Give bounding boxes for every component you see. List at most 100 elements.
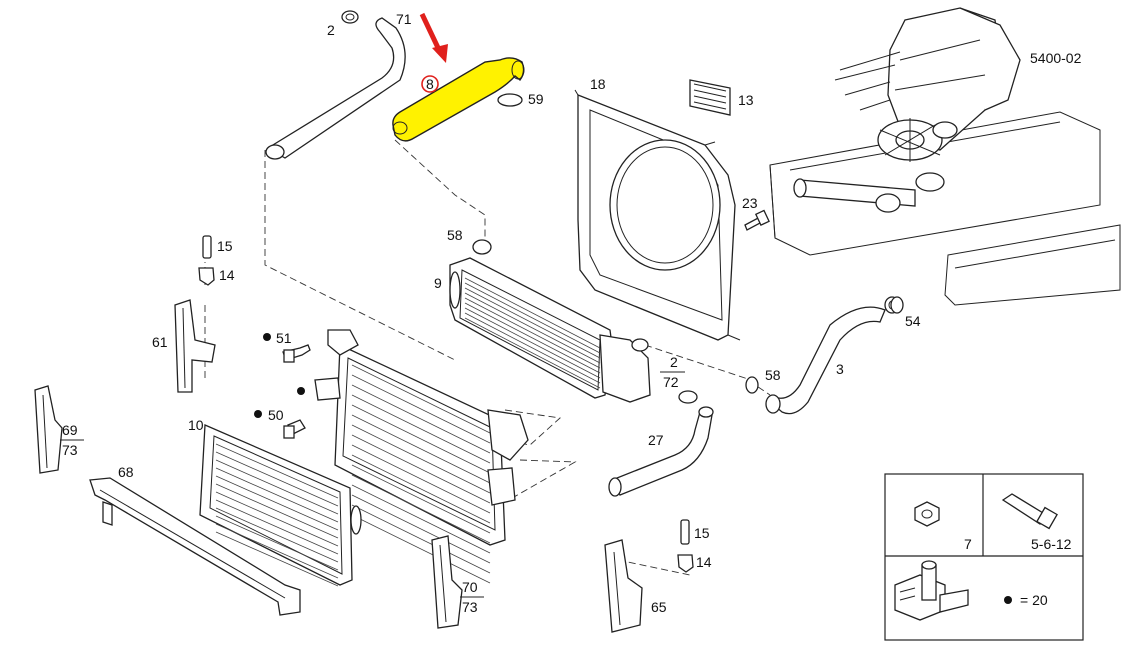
fin-line [464,317,601,389]
callout-3: 3 [836,361,844,377]
bracket-65 [604,539,643,633]
fin-line [351,514,491,584]
callout-70-73-numerator: 70 [462,579,478,595]
engine-sketch [769,7,1121,306]
condenser-10 [199,424,362,587]
dot-marker [263,333,271,341]
part-13 [689,79,731,116]
fin-line [351,434,491,504]
part-15-bottom [680,519,690,545]
fin-line [351,444,491,514]
callout-58-bottom: 58 [765,367,781,383]
legend-box: 7 5-6-12 = 20 [884,473,1084,641]
callout-27: 27 [648,432,664,448]
clamp-58a [472,239,492,255]
fin-line [351,474,491,544]
legend-dot-icon [1004,596,1012,604]
bracket-69-73 [34,385,63,474]
part-14-bottom [677,554,694,573]
fin-line [215,531,339,587]
hose-3 [745,296,900,415]
part-14-top [198,267,215,286]
fin-line [215,483,339,539]
fin-line [351,424,491,494]
fin-line [464,307,601,379]
callout-58-top: 58 [447,227,463,243]
legend-dot-label: = 20 [1020,592,1048,608]
fin-line [215,475,339,531]
callout-13: 13 [738,92,754,108]
callout-54: 54 [905,313,921,329]
clamp-59 [497,93,523,107]
fin-line [351,414,491,484]
callout-15-top: 15 [217,238,233,254]
bracket-68 [89,477,301,616]
fan-shroud-18 [574,89,741,341]
callout-61: 61 [152,334,168,350]
fin-line [464,302,601,374]
bracket-61 [174,299,216,393]
fin-line [215,499,339,555]
intercooler-9 [449,257,651,403]
tie-base-icon [894,560,969,621]
hose-27 [608,390,714,497]
dot-marker [254,410,262,418]
callout-10: 10 [188,417,204,433]
bolt-51 [282,344,311,363]
nut-icon [914,501,940,527]
fin-line [464,297,601,369]
fin-line [351,464,491,534]
hose-71 [265,10,406,160]
callout-70-73-denominator: 73 [462,599,478,615]
callout-8: 8 [426,76,434,92]
fin-line [464,312,601,384]
fin-line [215,451,339,507]
fin-line [351,484,491,554]
callout-71: 71 [396,11,412,27]
fin-line [215,515,339,571]
callout-69-73-numerator: 69 [62,422,78,438]
highlight-circle [421,75,439,93]
fin-line [215,459,339,515]
fin-line [215,443,339,499]
fin-line [351,384,491,454]
bracket-70-73 [431,535,463,629]
fin-line [464,282,601,354]
fin-line [215,523,339,579]
callout-65: 65 [651,599,667,615]
legend-nut-label: 7 [964,536,972,552]
fin-line [464,277,601,349]
hose-8-highlighted [392,57,525,142]
callout-14-bottom: 14 [696,554,712,570]
fin-line [464,287,601,359]
callout-51: 51 [276,330,292,346]
dot-marker [297,387,305,395]
callout-labels: 2 71 8 59 18 13 23 58 9 15 14 61 51 50 1… [60,11,1082,615]
bolt-icon [1001,493,1058,530]
bolt-50 [283,419,306,439]
fin-line [215,507,339,563]
bolt-23 [744,209,770,231]
callout-23: 23 [742,195,758,211]
callout-15-bottom: 15 [694,525,710,541]
fin-line [351,504,491,574]
fin-line [351,494,491,564]
legend-bolt-label: 5-6-12 [1031,536,1072,552]
callout-18: 18 [590,76,606,92]
callout-2-72-denominator: 72 [663,374,679,390]
callout-14-top: 14 [219,267,235,283]
part-15-top [202,235,212,259]
callout-9: 9 [434,275,442,291]
fin-line [215,491,339,547]
callout-2-72-numerator: 2 [670,354,678,370]
fin-line [351,394,491,464]
callout-59: 59 [528,91,544,107]
clamp-54 [890,296,904,314]
drawing-code: 5400-02 [1030,50,1082,66]
fin-line [351,364,491,434]
fin-line [351,404,491,474]
callout-69-73-denominator: 73 [62,442,78,458]
fin-line [215,467,339,523]
radiator-main [314,329,529,584]
pointer-arrow [419,12,448,63]
